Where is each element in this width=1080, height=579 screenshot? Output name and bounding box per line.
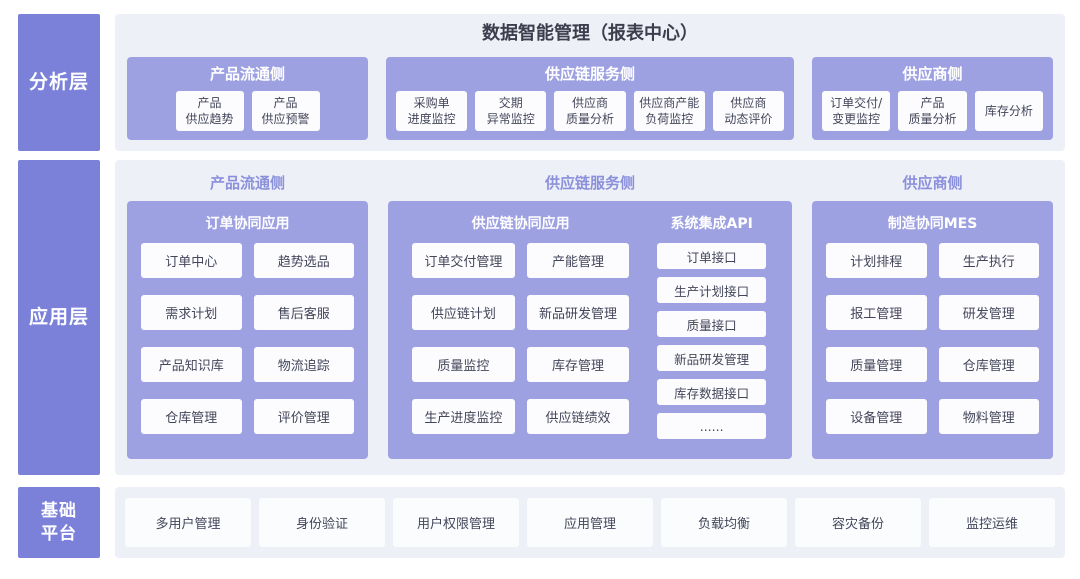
app-cell: 新品研发管理 xyxy=(526,295,630,330)
app-cell: 物料管理 xyxy=(938,399,1039,434)
group-title: 供应商侧 xyxy=(902,65,963,84)
group-items: 采购单 进度监控交期 异常监控供应商 质量分析供应商产能 负荷监控供应商 动态评… xyxy=(396,91,785,132)
api-cell: 库存数据接口 xyxy=(657,379,766,405)
platform-cell: 用户权限管理 xyxy=(393,498,519,547)
system-integration-api-subsection: 系统集成API 订单接口生产计划接口质量接口新品研发管理库存数据接口...... xyxy=(657,209,766,445)
api-cell: 质量接口 xyxy=(657,311,766,337)
api-list: 订单接口生产计划接口质量接口新品研发管理库存数据接口...... xyxy=(657,243,766,439)
app-cell: 订单交付管理 xyxy=(412,243,515,278)
layer-label-application: 应用层 xyxy=(18,160,100,475)
app-cell: 计划排程 xyxy=(826,243,927,278)
analysis-group-supply-chain-service: 供应链服务侧 采购单 进度监控交期 异常监控供应商 质量分析供应商产能 负荷监控… xyxy=(386,57,794,141)
application-panel: 产品流通侧 订单协同应用 订单中心趋势选品需求计划售后客服产品知识库物流追踪仓库… xyxy=(115,160,1065,475)
report-center-title: 数据智能管理（报表中心） xyxy=(482,23,698,44)
platform-cell: 容灾备份 xyxy=(795,498,921,547)
app-cell: 设备管理 xyxy=(826,399,927,434)
app-cell: 报工管理 xyxy=(826,295,927,330)
analysis-cell: 产品 质量分析 xyxy=(898,91,967,132)
supply-chain-collaboration-box: 供应链协同应用 订单交付管理产能管理供应链计划新品研发管理质量监控库存管理生产进… xyxy=(388,201,792,459)
analysis-cell: 产品 供应趋势 xyxy=(175,91,244,132)
analysis-cell: 库存分析 xyxy=(974,91,1043,132)
app-column-header: 供应商侧 xyxy=(902,174,963,192)
app-column-header: 供应链服务侧 xyxy=(544,174,635,192)
analysis-layer-row: 分析层 数据智能管理（报表中心） 产品流通侧 产品 供应趋势产品 供应预警 供应… xyxy=(18,14,1065,151)
app-box-title: 供应链协同应用 xyxy=(471,216,570,232)
app-cell: 质量监控 xyxy=(412,347,515,382)
app-cell: 库存管理 xyxy=(526,347,630,382)
api-cell: ...... xyxy=(657,413,766,439)
app-cell: 质量管理 xyxy=(826,347,927,382)
app-box-items: 计划排程生产执行报工管理研发管理质量管理仓库管理设备管理物料管理 xyxy=(826,243,1039,445)
app-box-items: 订单交付管理产能管理供应链计划新品研发管理质量监控库存管理生产进度监控供应链绩效 xyxy=(412,243,630,445)
app-column-supply-chain-service: 供应链服务侧 供应链协同应用 订单交付管理产能管理供应链计划新品研发管理质量监控… xyxy=(388,170,792,459)
layer-label-platform: 基础 平台 xyxy=(18,487,100,558)
platform-cell: 应用管理 xyxy=(527,498,653,547)
group-items: 订单交付/ 变更监控产品 质量分析库存分析 xyxy=(822,91,1043,132)
app-box-title: 系统集成API xyxy=(670,216,753,232)
app-column-header: 产品流通侧 xyxy=(209,174,285,192)
layer-label-analysis: 分析层 xyxy=(18,14,100,151)
app-box-items: 订单中心趋势选品需求计划售后客服产品知识库物流追踪仓库管理评价管理 xyxy=(141,243,354,445)
app-cell: 供应链绩效 xyxy=(526,399,630,434)
manufacturing-mes-box: 制造协同MES 计划排程生产执行报工管理研发管理质量管理仓库管理设备管理物料管理 xyxy=(812,201,1053,459)
analysis-cell: 交期 异常监控 xyxy=(475,91,547,132)
app-column-supplier: 供应商侧 制造协同MES 计划排程生产执行报工管理研发管理质量管理仓库管理设备管… xyxy=(812,170,1053,459)
analysis-groups: 产品流通侧 产品 供应趋势产品 供应预警 供应链服务侧 采购单 进度监控交期 异… xyxy=(127,57,1053,141)
app-box-title: 订单协同应用 xyxy=(205,216,290,232)
app-cell: 生产进度监控 xyxy=(412,399,515,434)
app-cell: 供应链计划 xyxy=(412,295,515,330)
app-cell: 趋势选品 xyxy=(253,243,354,278)
app-box-title: 制造协同MES xyxy=(887,216,978,232)
app-cell: 售后客服 xyxy=(253,295,354,330)
order-collaboration-box: 订单协同应用 订单中心趋势选品需求计划售后客服产品知识库物流追踪仓库管理评价管理 xyxy=(127,201,368,459)
api-cell: 生产计划接口 xyxy=(657,277,766,303)
app-cell: 研发管理 xyxy=(938,295,1039,330)
api-cell: 新品研发管理 xyxy=(657,345,766,371)
supply-chain-apps-subsection: 供应链协同应用 订单交付管理产能管理供应链计划新品研发管理质量监控库存管理生产进… xyxy=(412,209,630,445)
analysis-panel: 数据智能管理（报表中心） 产品流通侧 产品 供应趋势产品 供应预警 供应链服务侧… xyxy=(115,14,1065,151)
analysis-cell: 产品 供应预警 xyxy=(251,91,320,132)
app-cell: 物流追踪 xyxy=(253,347,354,382)
app-cell: 仓库管理 xyxy=(938,347,1039,382)
group-items: 产品 供应趋势产品 供应预警 xyxy=(137,91,358,132)
app-cell: 产品知识库 xyxy=(141,347,242,382)
platform-cell: 监控运维 xyxy=(929,498,1055,547)
application-layer-row: 应用层 产品流通侧 订单协同应用 订单中心趋势选品需求计划售后客服产品知识库物流… xyxy=(18,160,1065,475)
analysis-cell: 订单交付/ 变更监控 xyxy=(822,91,891,132)
base-platform-row: 基础 平台 多用户管理身份验证用户权限管理应用管理负载均衡容灾备份监控运维 xyxy=(18,487,1065,558)
analysis-cell: 供应商 质量分析 xyxy=(554,91,626,132)
analysis-cell: 采购单 进度监控 xyxy=(396,91,468,132)
group-title: 供应链服务侧 xyxy=(544,65,635,84)
analysis-group-product-circulation: 产品流通侧 产品 供应趋势产品 供应预警 xyxy=(127,57,368,141)
platform-cell: 身份验证 xyxy=(259,498,385,547)
app-column-product-circulation: 产品流通侧 订单协同应用 订单中心趋势选品需求计划售后客服产品知识库物流追踪仓库… xyxy=(127,170,368,459)
base-platform-panel: 多用户管理身份验证用户权限管理应用管理负载均衡容灾备份监控运维 xyxy=(115,487,1065,558)
platform-cell: 多用户管理 xyxy=(125,498,251,547)
group-title: 产品流通侧 xyxy=(209,65,285,84)
app-cell: 生产执行 xyxy=(938,243,1039,278)
api-cell: 订单接口 xyxy=(657,243,766,269)
app-cell: 仓库管理 xyxy=(141,399,242,434)
analysis-cell: 供应商 动态评价 xyxy=(712,91,785,132)
app-cell: 评价管理 xyxy=(253,399,354,434)
analysis-cell: 供应商产能 负荷监控 xyxy=(633,91,705,132)
app-cell: 订单中心 xyxy=(141,243,242,278)
app-cell: 产能管理 xyxy=(526,243,630,278)
analysis-group-supplier: 供应商侧 订单交付/ 变更监控产品 质量分析库存分析 xyxy=(812,57,1053,141)
platform-cell: 负载均衡 xyxy=(661,498,787,547)
app-cell: 需求计划 xyxy=(141,295,242,330)
